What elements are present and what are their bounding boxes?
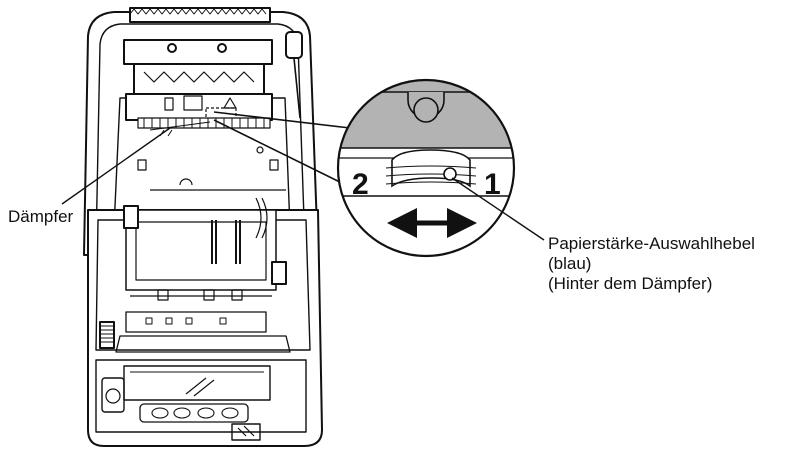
callout-lines xyxy=(61,127,545,241)
position-2-label: 2 xyxy=(352,168,369,201)
power-button xyxy=(101,377,125,413)
damper-label: Dämpfer xyxy=(8,207,74,226)
lever-knob xyxy=(443,167,457,181)
lever-label: Papierstärke-Auswahlhebel (blau) (Hinter… xyxy=(548,234,755,294)
detail-magnifier: 2 1 xyxy=(336,78,516,258)
printer-illustration xyxy=(83,7,323,447)
position-1-label: 1 xyxy=(484,168,501,201)
lever-label-line-2: (blau) xyxy=(548,254,592,273)
damper-leader xyxy=(61,127,171,205)
lever-leader xyxy=(451,177,545,241)
print-head-unit xyxy=(123,39,273,65)
zoom-lines xyxy=(213,111,353,189)
lever-label-line-1: Papierstärke-Auswahlhebel xyxy=(548,234,755,253)
paper-compartment xyxy=(125,209,277,291)
lever-label-line-3: (Hinter dem Dämpfer) xyxy=(548,274,713,293)
front-panel xyxy=(95,359,307,433)
hinge-right xyxy=(285,31,303,59)
cutter-bar xyxy=(129,7,271,23)
